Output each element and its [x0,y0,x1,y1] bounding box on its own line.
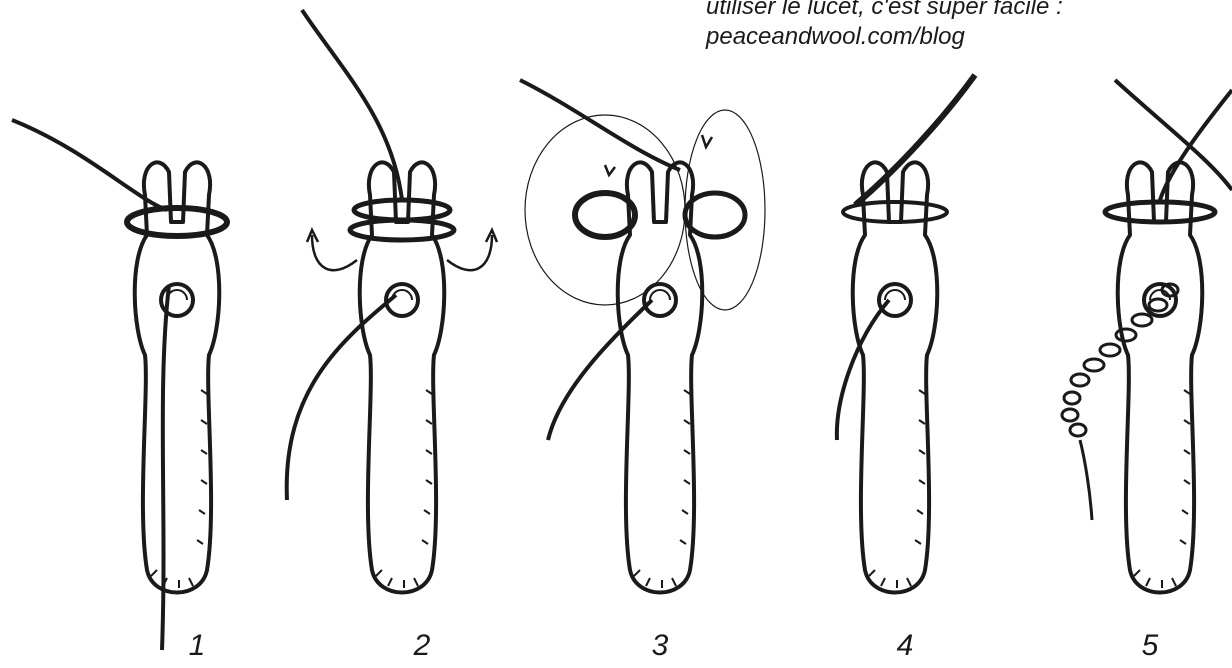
step-3-illustration [520,80,765,593]
step-4-illustration [837,75,975,593]
step-number-5: 5 [1130,628,1170,664]
step-number-4: 4 [885,628,925,664]
step-number-2: 2 [402,628,442,664]
step-number-3: 3 [640,628,680,664]
step-1-illustration [12,120,227,650]
step-number-1: 1 [177,628,217,664]
step-2-illustration [287,10,497,593]
step-5-illustration [1062,80,1232,593]
